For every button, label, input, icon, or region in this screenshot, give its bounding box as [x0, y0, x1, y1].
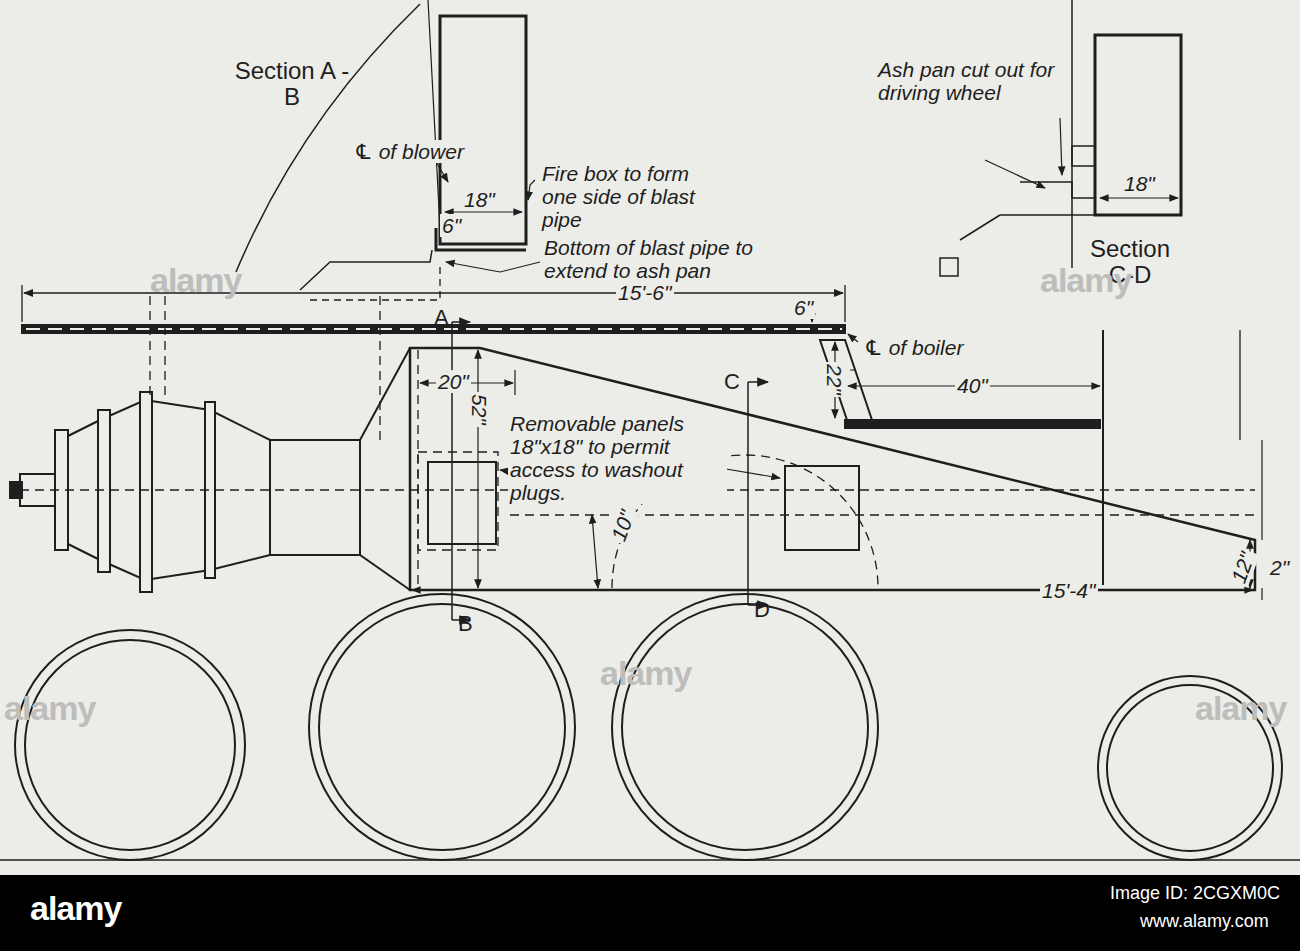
dimension: 22"	[823, 362, 846, 397]
watermark: alamy	[1040, 262, 1131, 299]
dimension: 18"	[462, 188, 497, 211]
dimension: 52"	[468, 392, 491, 427]
note: Fire box to form one side of blast pipe	[542, 162, 727, 231]
section-letter: C	[724, 370, 740, 394]
watermark: alamy	[150, 262, 241, 299]
section-letter: A	[434, 306, 449, 330]
section-title: Section A - B	[232, 58, 352, 111]
watermark: alamy	[600, 655, 691, 692]
watermark: alamy	[30, 890, 121, 927]
section-letter: D	[754, 598, 770, 622]
dimension: 6"	[792, 296, 815, 319]
note: Bottom of blast pipe to extend to ash pa…	[544, 236, 814, 282]
watermark: alamy	[4, 690, 95, 727]
centerline-note: ℄ of boiler	[862, 336, 965, 359]
dimension: 40"	[955, 374, 990, 397]
website: www.alamy.com	[1140, 912, 1269, 932]
watermark: alamy	[1195, 690, 1286, 727]
dimension: 18"	[1122, 172, 1157, 195]
note: Removable panels 18"x18" to permit acces…	[508, 412, 727, 504]
dimension: 15'-4"	[1040, 579, 1098, 602]
dimension: 6"	[440, 214, 463, 237]
section-letter: B	[458, 612, 473, 636]
note: Ash pan cut out for driving wheel	[878, 58, 1060, 104]
dimension: 10"	[606, 505, 640, 546]
centerline-note: ℄ of blower	[352, 140, 466, 163]
image-id: Image ID: 2CGXM0C	[1110, 884, 1280, 904]
dimension: 20"	[436, 370, 471, 393]
dimension: 2"	[1268, 556, 1291, 579]
dimension: 15'-6"	[616, 281, 674, 304]
